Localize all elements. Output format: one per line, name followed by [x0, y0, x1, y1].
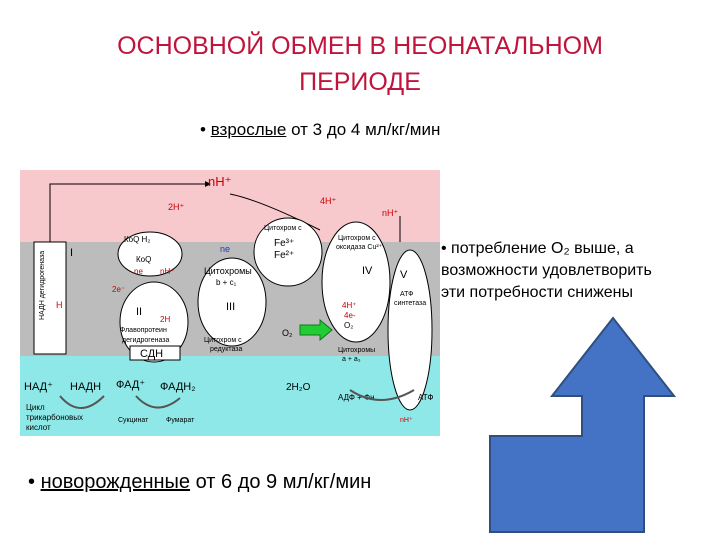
complex-4-ellipse [321, 221, 391, 343]
h4-top-label: 4H⁺ [320, 196, 337, 206]
complex-5-label: V [400, 269, 408, 281]
newborn-rate: от 6 до 9 мл/кг/мин [195, 471, 372, 493]
cyt-c-reductase-label-1: Цитохром с [204, 337, 242, 344]
complex-3-label: III [226, 301, 235, 313]
nad-cycle-arrow [59, 395, 105, 409]
note-line-1: • потребление О₂ выше, а [441, 240, 634, 257]
e4-right-label: 4e- [344, 311, 356, 320]
h2o-label: 2H₂O [286, 382, 311, 393]
complex-3-ellipse [197, 257, 267, 347]
cyt-a-label-1: Цитохромы [338, 347, 375, 354]
nadh-label: НАДН [70, 381, 101, 393]
h2-left-label: 2H⁺ [168, 202, 185, 212]
atp-cycle-arrow [349, 389, 415, 401]
complex-5-ellipse [387, 249, 433, 411]
coenzyme-q-ellipse [117, 231, 183, 277]
krebs-label-2: трикарбоновых [26, 413, 83, 422]
newborn-label: новорожденные [40, 471, 191, 493]
page-title: ОСНОВНОЙ ОБМЕН В НЕОНАТАЛЬНОМ ПЕРИОДЕ [60, 28, 660, 100]
koq-h2-label: КоQ H₂ [124, 235, 150, 244]
proton-pump-arrow-1 [49, 183, 205, 242]
nh-top-label: nH⁺ [208, 174, 231, 189]
newborn-bullet: • новорожденные от 6 до 9 мл/кг/мин [28, 471, 371, 494]
note-line-3: эти потребности снижены [441, 284, 633, 301]
up-arrow-icon [489, 316, 676, 533]
o2-right-label: O₂ [344, 321, 353, 330]
adult-label: взрослые [210, 120, 287, 139]
arrowhead-icon [205, 181, 211, 187]
adult-rate: от 3 до 4 мл/кг/мин [291, 120, 441, 139]
fe2-label: Fe²⁺ [274, 250, 294, 261]
cyt-c-reductase-label-2: редуктаза [210, 346, 243, 353]
complex-1-label: I [70, 247, 73, 259]
atp-label: АТФ [418, 393, 433, 402]
atp-synthetase-label-2: синтетаза [394, 300, 426, 307]
right-arrow-icon [299, 318, 333, 342]
cytochrome-c-label: Цитохром с [264, 225, 302, 232]
complex-2-ellipse [119, 281, 189, 363]
e2-left-label: 2e⁻ [112, 285, 125, 294]
sdh-box [129, 345, 181, 361]
bullet-marker: • [200, 120, 206, 139]
fadh2-label: ФАДН₂ [160, 381, 196, 393]
cyt-c-oxidase-label-1: Цитохром с [338, 235, 376, 242]
oxygen-demand-note: • потребление О₂ выше, а возможности удо… [441, 238, 716, 304]
title-line-1: ОСНОВНОЙ ОБМЕН В НЕОНАТАЛЬНОМ [117, 32, 603, 60]
flavoprotein-label-1: Флавопротеин [120, 327, 167, 334]
nadh-dehydrogenase-label: НАДН дегидрогеназа [39, 251, 46, 320]
adp-label: АДФ + Фн [338, 393, 375, 402]
succinate-label: Сукцинат [118, 417, 149, 424]
ne-1-label: nе [134, 267, 143, 276]
h4-right-label: 4H⁺ [342, 301, 356, 310]
krebs-label-3: кислот [26, 423, 51, 432]
complex-4-label: IV [362, 265, 373, 277]
cytochromes-bc1-label-2: b + c₁ [216, 278, 237, 287]
fe3-label: Fe³⁺ [274, 238, 294, 249]
adult-bullet: • взрослые от 3 до 4 мл/кг/мин [200, 120, 440, 140]
note-line-2: возможности удовлетворить [441, 262, 652, 279]
nh-bottom-label: nH⁺ [400, 417, 413, 424]
cytochrome-c-circle [253, 217, 323, 287]
fad-cycle-arrow [135, 395, 181, 409]
cyt-a-label-2: a + a₃ [342, 356, 361, 363]
koq-label: КоQ [136, 255, 151, 264]
o2-green-label: О₂ [282, 328, 293, 338]
complex-2-label: II [136, 306, 142, 318]
h-small-label: H [56, 300, 63, 310]
up-arrow-shape [489, 316, 676, 533]
bullet-marker: • [28, 471, 36, 493]
flavoprotein-label-2: дегидрогеназа [122, 337, 169, 344]
ne-2-label: nе [220, 244, 230, 254]
fumarate-label: Фумарат [166, 417, 195, 424]
nh-mid-label: nН⁺ [160, 267, 174, 276]
krebs-label-1: Цикл [26, 403, 45, 412]
complex-1-box [33, 241, 67, 355]
cytochromes-bc1-label-1: Цитохромы [204, 266, 252, 276]
cyt-c-oxidase-label-2: оксидаза Cu²⁺ [336, 244, 383, 251]
nh-right-label: nH⁺ [382, 208, 399, 218]
electron-transport-chain-diagram: НАДН дегидрогеназа I H nH⁺ 2H⁺ 4H⁺ nH⁺ К… [20, 170, 440, 436]
matrix [20, 356, 440, 436]
sdh-label: СДН [140, 348, 163, 360]
atp-synthetase-label-1: АТФ [400, 291, 414, 298]
fad-label: ФАД⁺ [116, 379, 145, 391]
title-line-2: ПЕРИОДЕ [299, 68, 421, 96]
nad-label: НАД⁺ [24, 381, 53, 393]
h2-mid-label: 2H [160, 315, 170, 324]
